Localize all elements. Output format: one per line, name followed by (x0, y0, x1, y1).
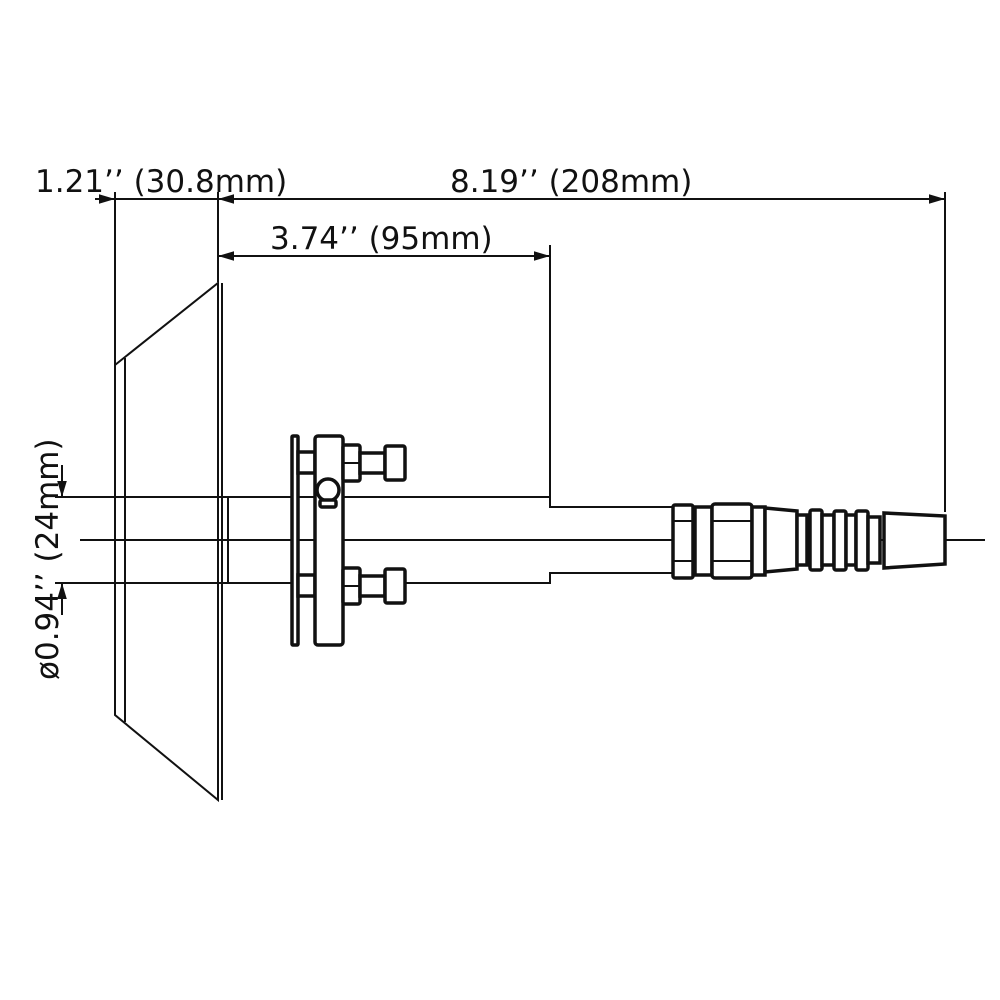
dim-diameter-label: ø0.94’’ (24mm) (30, 438, 66, 680)
cable-connector (671, 502, 947, 580)
dim-overall-length-label: 8.19’’ (208mm) (450, 164, 692, 200)
dim-shaft-length-label: 3.74’’ (95mm) (270, 221, 493, 257)
dim-flange-depth-label: 1.21’’ (30.8mm) (35, 164, 287, 200)
mounting-bracket (290, 434, 407, 647)
flange-cone (114, 280, 229, 803)
dimension-lines (55, 192, 946, 615)
